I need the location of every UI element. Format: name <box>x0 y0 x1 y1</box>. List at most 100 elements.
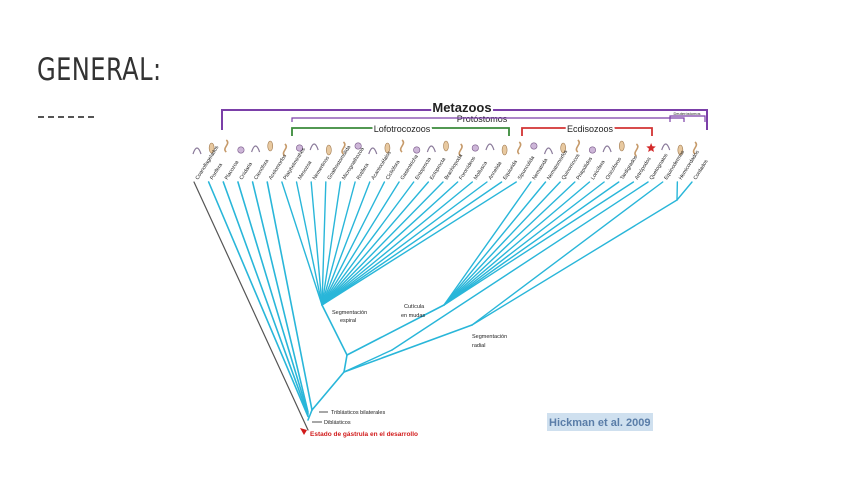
tree-branch <box>310 181 323 306</box>
organism-sketch <box>282 143 288 157</box>
organism-sketch <box>692 141 698 155</box>
tree-branch <box>321 181 386 306</box>
organism-sketches <box>192 139 698 157</box>
triblastic-label: Triblásticos bilaterales <box>331 410 385 416</box>
tree-branch <box>471 199 678 326</box>
metazoa-bracket <box>221 109 708 130</box>
organism-sketch <box>192 147 202 155</box>
organism-sketch <box>458 143 463 157</box>
tree-branch <box>281 181 323 306</box>
ecdysozoa-label: Ecdisozoos <box>567 124 614 134</box>
phylogeny-figure: Metazoos Protóstomos Lofotrocozoos Ecdis… <box>172 100 710 445</box>
tree-branch <box>443 181 547 306</box>
gastrula-label: Estado de gástrula en el desarrollo <box>310 431 418 438</box>
lophotrochozoa-bracket <box>291 127 510 136</box>
organism-sketch <box>208 142 215 154</box>
tree-branch <box>443 181 620 306</box>
tree-branch <box>207 181 309 418</box>
organism-sketch <box>588 146 596 154</box>
tree-branch <box>676 181 693 201</box>
tree-branch <box>307 409 313 421</box>
tree-branch <box>443 181 532 306</box>
organism-sketch <box>530 142 538 150</box>
organism-sketch <box>354 142 362 150</box>
cuticle-line2: en mudas <box>401 313 425 319</box>
tree-branch <box>443 181 561 306</box>
tree-branch <box>321 181 400 306</box>
tree-branch <box>346 304 445 356</box>
tree-branch <box>321 181 503 306</box>
tree-branch <box>321 181 459 306</box>
phylogenetic-tree <box>193 181 693 431</box>
group-brackets: Metazoos Protóstomos Lofotrocozoos Ecdis… <box>221 100 708 136</box>
tree-branch <box>321 181 327 306</box>
organism-sketch <box>485 143 495 151</box>
organism-sketch <box>677 144 684 156</box>
tree-branch <box>343 354 348 373</box>
deuterostomia-label: Deuteróstomos <box>673 111 700 116</box>
tree-branch <box>321 181 444 306</box>
metazoa-label: Metazoos <box>432 100 491 115</box>
citation-box: Hickman et al. 2009 <box>547 413 653 431</box>
tree-branch <box>311 371 345 411</box>
organism-sketch <box>618 140 625 152</box>
organism-sketch <box>413 146 421 154</box>
tree-branch <box>237 181 309 415</box>
tree-branch <box>321 181 371 306</box>
cuticle-line1: Cutícula <box>404 304 425 310</box>
tree-branch <box>321 181 342 306</box>
tree-branch <box>321 181 473 306</box>
tree-branch <box>321 181 488 306</box>
organism-sketch <box>560 142 566 154</box>
organism-sketch <box>267 140 274 152</box>
radial-cleavage-line1: Segmentación <box>472 334 507 340</box>
organism-sketch <box>326 144 332 156</box>
slide-title: GENERAL: <box>37 52 162 88</box>
annotations: Segmentación espiral Cutícula en mudas S… <box>300 304 507 438</box>
organism-sketch <box>384 142 391 154</box>
organism-sketch <box>517 141 522 155</box>
organism-sketch <box>341 141 346 155</box>
organism-sketch <box>237 146 245 154</box>
spiral-cleavage-line1: Segmentación <box>332 310 367 316</box>
tree-branch <box>443 181 605 306</box>
organism-sketch <box>602 145 612 153</box>
tree-branch <box>321 181 356 306</box>
organism-sketch <box>543 147 554 155</box>
organism-sketch <box>634 143 639 157</box>
tree-branch <box>391 181 649 351</box>
citation-text: Hickman et al. 2009 <box>549 417 651 429</box>
organism-sketch <box>309 143 319 151</box>
organism-sketch <box>443 140 449 152</box>
tree-branch <box>343 324 473 373</box>
organism-sketch <box>661 143 671 151</box>
organism-sketch <box>426 145 436 153</box>
organism-sketch <box>251 145 261 153</box>
radial-cleavage-line2: radial <box>472 343 485 349</box>
organism-sketch <box>224 139 229 153</box>
organism-sketch <box>646 143 656 152</box>
organism-sketch <box>296 144 304 152</box>
tree-branch <box>321 181 415 306</box>
lophotrochozoa-label: Lofotrocozoos <box>374 124 431 134</box>
title-underline <box>38 116 94 118</box>
tree-branch <box>321 181 517 306</box>
ecdysozoa-bracket <box>521 127 653 136</box>
tree-branch <box>471 181 664 326</box>
taxon-label: Porifera <box>209 162 224 181</box>
gastrula-marker <box>300 428 307 435</box>
tree-branch <box>295 181 323 306</box>
phylogeny-svg: Metazoos Protóstomos Lofotrocozoos Ecdis… <box>192 100 710 438</box>
tree-branch <box>251 181 309 413</box>
organism-sketch <box>368 147 378 155</box>
tree-branch <box>443 181 635 306</box>
diblastic-label: Diblásticos <box>324 420 351 426</box>
tree-branch <box>193 181 309 431</box>
taxon-label: Rotifera <box>356 162 371 181</box>
spiral-cleavage-line2: espiral <box>340 318 356 324</box>
tree-branch <box>266 181 313 411</box>
tree-branch <box>443 181 591 306</box>
tree-branch <box>443 181 576 306</box>
tree-branch <box>222 181 309 416</box>
organism-sketch <box>501 144 508 156</box>
